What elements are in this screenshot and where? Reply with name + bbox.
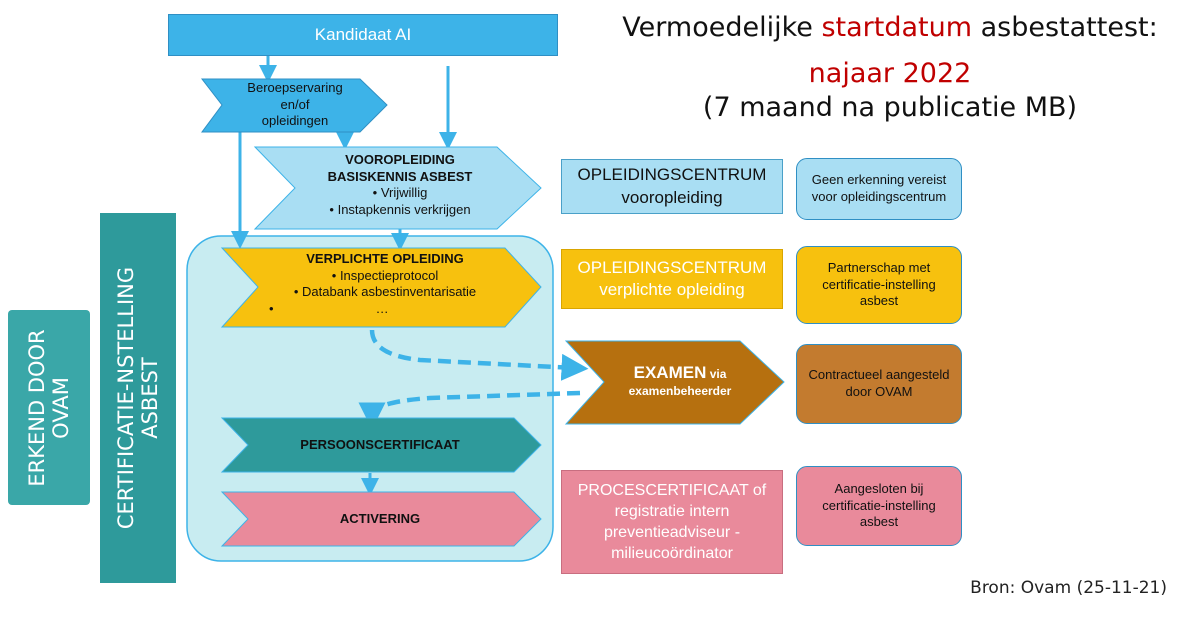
erkend-ovam-band: ERKEND DOOR OVAM <box>8 310 90 505</box>
examen-text: EXAMEN via examenbeheerder <box>600 362 760 399</box>
beroep-line-3: opleidingen <box>261 113 329 129</box>
proc-line-1: PROCESCERTIFICAAT of <box>577 481 767 499</box>
verplicht-bullet-2: Databank asbestinventarisatie <box>255 284 515 301</box>
verplicht-title: VERPLICHTE OPLEIDING <box>306 251 464 266</box>
verplicht-bullet-3: … <box>255 301 515 318</box>
dashed-connector-from-examen <box>358 390 581 430</box>
opleidingscentrum-vooropleiding-box: OPLEIDINGSCENTRUM vooropleiding <box>561 159 783 214</box>
source-label: Bron: Ovam (25-11-21) <box>970 578 1167 598</box>
examen-suffix: via <box>706 367 727 381</box>
vooropleiding-title-2: BASISKENNIS ASBEST <box>327 168 473 184</box>
proc-line-4: milieucoördinator <box>611 545 733 563</box>
title-prefix: Vermoedelijke <box>622 12 822 43</box>
arrow-beroep <box>200 78 388 133</box>
activering-title: ACTIVERING <box>339 511 421 526</box>
beroep-line-1: Beroepservaring <box>247 80 343 95</box>
title-suffix: asbestattest: <box>972 12 1158 43</box>
arrow-examen <box>564 340 785 425</box>
vooropleiding-text: VOOROPLEIDING BASISKENNIS ASBEST Vrijwil… <box>290 152 510 219</box>
aangesloten-box: Aangesloten bij certificatie-instelling … <box>796 466 962 546</box>
erkend-ovam-label: ERKEND DOOR OVAM <box>24 328 73 487</box>
verplicht-bullet-1: Inspectieprotocol <box>255 268 515 285</box>
persoon-text: PERSOONSCERTIFICAAT <box>250 437 510 454</box>
title-line-3: (7 maand na publicatie MB) <box>702 92 1078 123</box>
proc-line-2: registratie intern <box>614 502 730 520</box>
opleidingscentrum-verplicht-box: OPLEIDINGSCENTRUM verplichte opleiding <box>561 249 783 309</box>
procescertificaat-box: PROCESCERTIFICAAT of registratie intern … <box>561 470 783 574</box>
arrow-persoon <box>220 417 542 473</box>
vooropleiding-bullet-2: Instapkennis verkrijgen <box>290 202 510 219</box>
kandidaat-label: Kandidaat AI <box>314 25 412 44</box>
examen-title: EXAMEN <box>633 363 707 382</box>
geen-erkenning-box: Geen erkenning vereist voor opleidingsce… <box>796 158 962 220</box>
dashed-connector-to-examen <box>369 329 589 381</box>
certificatie-instelling-band: CERTIFICATIE-NSTELLING ASBEST <box>100 213 176 583</box>
kandidaat-bar: Kandidaat AI <box>168 14 558 56</box>
oc1-line-2: vooropleiding <box>621 187 723 207</box>
vooropleiding-title-1: VOOROPLEIDING <box>345 152 455 167</box>
oc2-line-2: verplichte opleiding <box>599 280 745 299</box>
title-line-1: Vermoedelijke startdatum asbestattest: <box>600 12 1180 43</box>
arrow-activering <box>220 491 542 547</box>
persoon-title: PERSOONSCERTIFICAAT <box>300 437 460 452</box>
certificatie-instelling-label: CERTIFICATIE-NSTELLING ASBEST <box>113 266 162 530</box>
title-highlight: startdatum <box>821 12 973 43</box>
contractueel-box: Contractueel aangesteld door OVAM <box>796 344 962 424</box>
oc1-line-1: OPLEIDINGSCENTRUM <box>577 165 767 185</box>
proc-line-3: preventieadviseur - <box>603 524 741 541</box>
oc2-line-1: OPLEIDINGSCENTRUM <box>577 257 767 277</box>
title-line-2: najaar 2022 <box>808 58 972 89</box>
partnerschap-box: Partnerschap met certificatie-instelling… <box>796 246 962 324</box>
beroep-line-2: en/of <box>280 96 310 112</box>
activering-text: ACTIVERING <box>250 511 510 528</box>
vooropleiding-bullet-1: Vrijwillig <box>290 185 510 202</box>
examen-sub: examenbeheerder <box>628 383 732 398</box>
beroep-text: Beroepservaring en/of opleidingen <box>225 80 365 130</box>
verplicht-text: VERPLICHTE OPLEIDING Inspectieprotocol D… <box>255 251 515 318</box>
